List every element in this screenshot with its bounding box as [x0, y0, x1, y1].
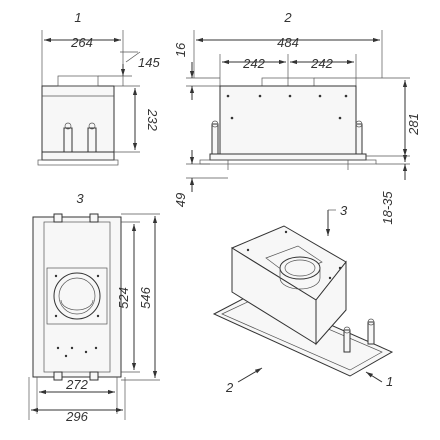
view-2-top-offset-value: 16	[173, 42, 188, 57]
view-3-outer-height-value: 546	[138, 286, 153, 308]
iso-side-face	[315, 260, 347, 346]
view-2-width-value: 484	[277, 35, 299, 50]
view-2-half-right-value: 242	[310, 56, 333, 71]
view-1-width-value: 264	[70, 35, 93, 50]
view-1-housing	[41, 85, 115, 153]
view-3-label: 3	[76, 191, 84, 206]
isometric-view: 3 2 1	[212, 203, 393, 395]
view-2-range-value: 18-35	[380, 191, 395, 225]
iso-label-right: 1	[386, 374, 393, 389]
view-2: 2 484 242 242 16	[173, 10, 421, 225]
view-3-outer-width-value: 296	[65, 409, 88, 424]
view-1-height-value: 232	[145, 108, 160, 131]
view-2-label: 2	[283, 10, 292, 25]
view-1: 1 264 145 232	[37, 10, 160, 166]
view-3-inner-height-value: 524	[116, 287, 131, 309]
view-3: 3 524 546 272	[28, 191, 160, 424]
view-2-half-left-value: 242	[242, 56, 265, 71]
view-2-height-value: 281	[406, 113, 421, 136]
view-1-label: 1	[74, 10, 81, 25]
view-2-housing	[219, 85, 357, 155]
view-3-housing-outline	[43, 221, 111, 373]
view-1-duct-collar	[57, 75, 99, 87]
iso-label-top: 3	[340, 203, 348, 218]
view-3-outlet-circle	[53, 272, 101, 320]
view-3-inner-width-value: 272	[65, 377, 88, 392]
view-1-offset-value: 145	[138, 55, 160, 70]
iso-label-left: 2	[225, 380, 234, 395]
view-3-fan-mount	[46, 267, 108, 325]
view-2-bottom-value: 49	[173, 193, 188, 207]
